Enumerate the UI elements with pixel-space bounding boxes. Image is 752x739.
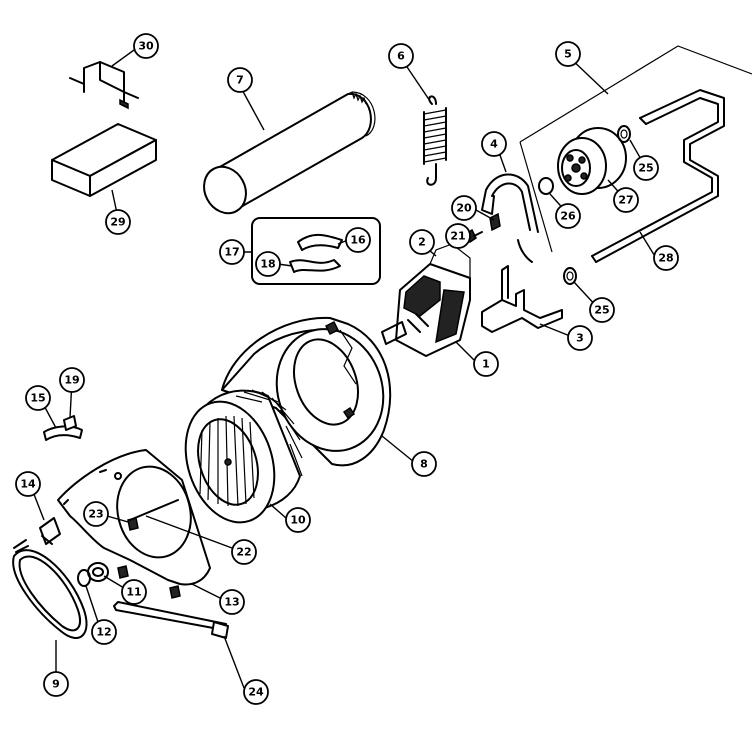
callout-8: 8 [411,451,437,477]
part-9-gasket [12,539,88,639]
part-13-front-plate [57,449,211,599]
callout-28: 28 [653,245,679,271]
svg-text:24: 24 [248,686,264,699]
part-27-pulley [557,127,627,195]
part-17-clip-kit [251,217,381,285]
callout-24: 24 [243,679,269,705]
svg-text:12: 12 [96,626,111,639]
callout-19: 19 [59,367,85,393]
callout-16: 16 [345,227,371,253]
svg-text:15: 15 [30,392,45,405]
part-20-screw [489,212,501,232]
callout-20: 20 [451,195,477,221]
part-12-ring [77,569,91,587]
svg-text:7: 7 [236,74,244,87]
callout-26: 26 [555,203,581,229]
part-6-spring [423,95,447,186]
part-28-rod [591,89,725,263]
svg-text:13: 13 [224,596,239,609]
svg-text:18: 18 [260,258,275,271]
callout-22: 22 [231,539,257,565]
callout-2: 2 [409,229,435,255]
part-26-cap [538,177,554,195]
callout-10: 10 [285,507,311,533]
svg-text:14: 14 [20,478,36,491]
callout-25-lower: 25 [589,297,615,323]
callout-3: 3 [567,325,593,351]
svg-text:17: 17 [224,246,239,259]
callout-4: 4 [481,131,507,157]
svg-text:1: 1 [482,358,490,371]
part-11-thermostat [87,562,109,582]
part-4-motor-mount [481,173,539,263]
svg-text:30: 30 [138,40,154,53]
callout-13: 13 [219,589,245,615]
svg-text:8: 8 [420,458,428,471]
part-15-clip [43,425,83,441]
part-8-blower-housing [221,316,392,467]
callout-12: 12 [91,619,117,645]
callout-27: 27 [613,187,639,213]
svg-text:16: 16 [350,234,366,247]
svg-text:20: 20 [456,202,472,215]
part-24-strap [113,601,229,639]
callout-21: 21 [445,223,471,249]
part-7-duct-tube [203,91,376,215]
callout-15: 15 [25,385,51,411]
part-3-bracket [481,265,563,333]
part-29-block [51,123,157,197]
callout-9: 9 [43,671,69,697]
callout-1: 1 [473,351,499,377]
svg-text:4: 4 [490,138,498,151]
callout-17: 17 [219,239,245,265]
callout-11: 11 [121,579,147,605]
svg-text:6: 6 [397,50,405,63]
svg-text:25: 25 [638,162,653,175]
svg-text:5: 5 [564,48,572,61]
part-5-assembly-outline [519,45,752,253]
svg-text:19: 19 [64,374,79,387]
svg-text:28: 28 [658,252,673,265]
callout-5: 5 [555,41,581,67]
svg-text:11: 11 [126,586,141,599]
callout-6: 6 [388,43,414,69]
svg-text:9: 9 [52,678,60,691]
part-1-motor [381,243,471,357]
svg-text:26: 26 [560,210,576,223]
svg-text:3: 3 [576,332,584,345]
part-25-washer-upper [617,125,631,143]
svg-text:25: 25 [594,304,609,317]
callout-30: 30 [133,33,159,59]
callout-7: 7 [227,67,253,93]
part-30-bracket [69,61,139,110]
part-10-blower-wheel [184,389,303,524]
callout-23: 23 [83,501,109,527]
svg-text:10: 10 [290,514,306,527]
callout-29: 29 [105,209,131,235]
callout-25-upper: 25 [633,155,659,181]
callout-14: 14 [15,471,41,497]
svg-text:2: 2 [418,236,426,249]
svg-text:23: 23 [88,508,103,521]
svg-text:27: 27 [618,194,633,207]
svg-text:21: 21 [450,230,465,243]
svg-text:22: 22 [236,546,251,559]
part-14-bracket [39,517,61,545]
part-25-washer-lower [563,267,577,285]
callout-18: 18 [255,251,281,277]
svg-text:29: 29 [110,216,125,229]
